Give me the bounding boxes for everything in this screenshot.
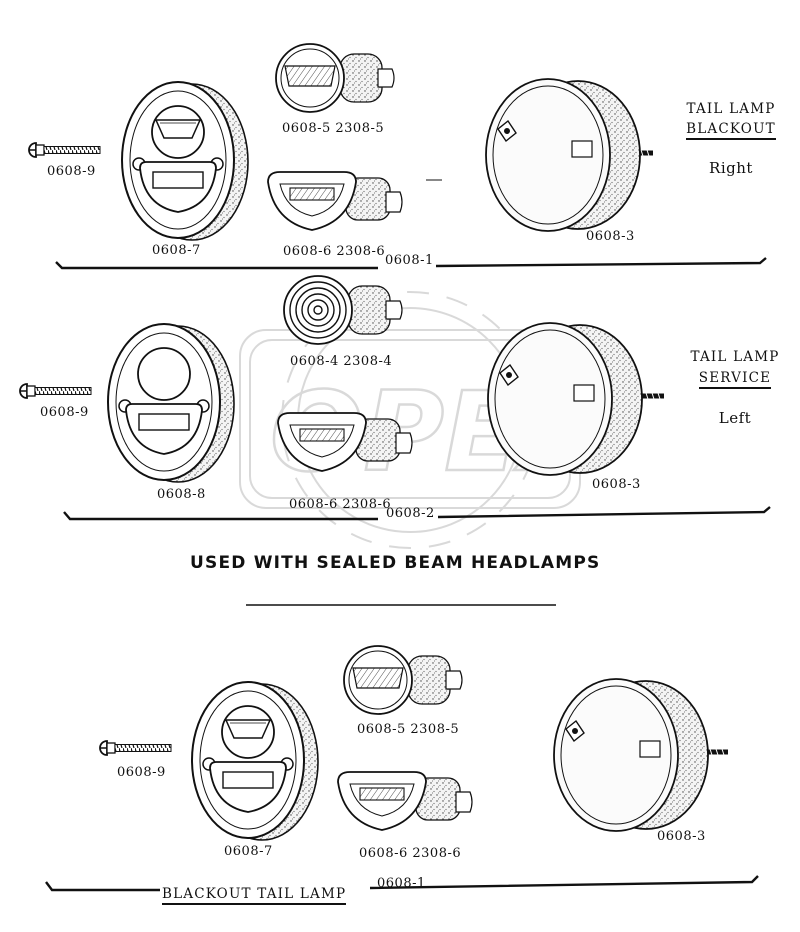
part-label-bezel: 0608-7 [152,243,201,258]
section-1-artwork [28,43,653,241]
part-label-upper-lens: 0608-5 2308-5 [282,121,385,136]
bracket-rules [45,257,771,892]
section-2-title-line-1: TAIL LAMP [690,349,780,365]
part-label-assembly: 0608-1 [377,876,426,891]
part-label-bezel: 0608-7 [224,844,273,859]
part-label-assembly: 0608-2 [386,506,435,521]
section-2-side: Left [718,409,752,427]
section-1-side: Right [709,159,753,177]
section-2-title-line-2: SERVICE [698,370,772,389]
part-label-bezel: 0608-8 [157,487,206,502]
part-label-bolt: 0608-9 [47,164,96,179]
part-label-upper-lens: 0608-5 2308-5 [357,722,460,737]
part-label-housing: 0608-3 [592,477,641,492]
part-label-lower-lens: 0608-6 2308-6 [283,244,386,259]
section-3-caption-wrap: BLACKOUT TAIL LAMP [162,886,347,905]
part-label-housing: 0608-3 [586,229,635,244]
part-label-upper-lens: 0608-4 2308-4 [290,354,393,369]
section-1-title-line-1: TAIL LAMP [686,101,776,117]
part-label-assembly: 0608-1 [385,253,434,268]
part-label-bolt: 0608-9 [40,405,89,420]
part-label-housing: 0608-3 [657,829,706,844]
part-label-lower-lens: 0608-6 2308-6 [359,846,462,861]
part-label-bolt: 0608-9 [117,765,166,780]
section-2-title-line-2-wrap: SERVICE [680,370,790,389]
section-1-title-line-2-wrap: BLACKOUT [676,121,786,140]
section-1-title-line-2: BLACKOUT [686,121,776,140]
section-3-caption: BLACKOUT TAIL LAMP [162,886,347,905]
sealed-beam-heading: USED WITH SEALED BEAM HEADLAMPS [190,553,601,573]
part-label-lower-lens: 0608-6 2308-6 [289,497,392,512]
section-3-artwork [99,645,728,841]
